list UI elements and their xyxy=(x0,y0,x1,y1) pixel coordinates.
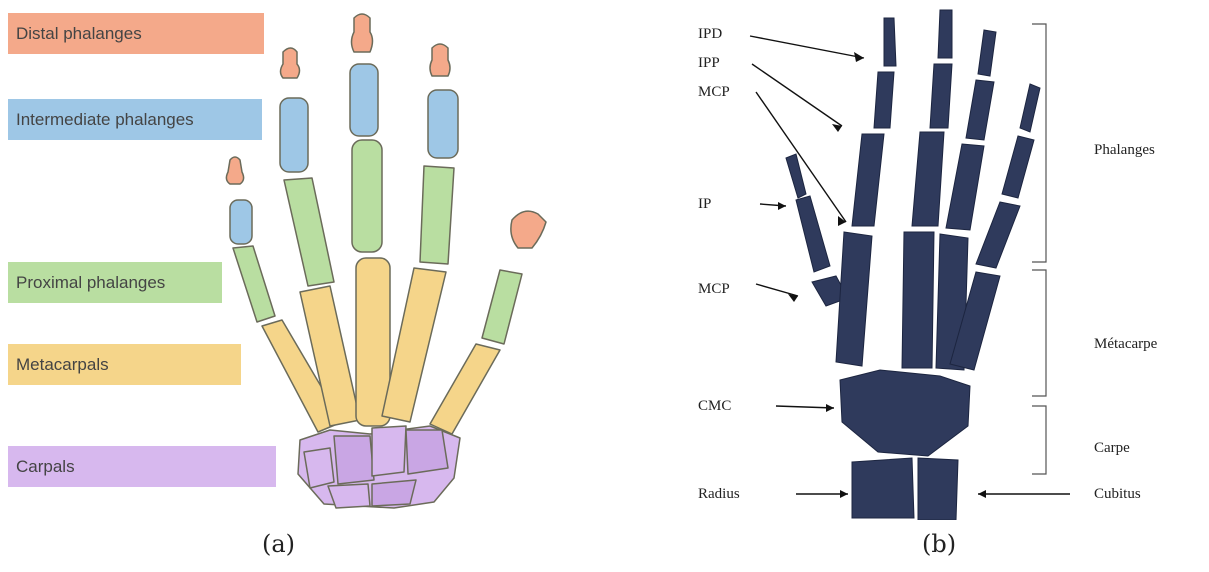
caption-b: (b) xyxy=(922,530,956,558)
panel-a-colored-hand: Distal phalanges Intermediate phalanges … xyxy=(0,0,600,572)
finger-3 xyxy=(350,14,390,426)
label-cubitus: Cubitus xyxy=(1094,486,1141,503)
label-ipp: IPP xyxy=(698,55,720,72)
label-carpe: Carpe xyxy=(1094,440,1130,457)
label-radius: Radius xyxy=(698,486,740,503)
label-ipd: IPD xyxy=(698,26,722,43)
carpal-cluster xyxy=(298,426,460,508)
label-cmc: CMC xyxy=(698,398,731,415)
label-phalanges: Phalanges xyxy=(1094,142,1155,159)
label-metacarpe: Métacarpe xyxy=(1094,336,1157,353)
caption-a: (a) xyxy=(262,530,295,558)
label-mcp: MCP xyxy=(698,281,730,298)
panel-b-xray-hand: IPD IPP MCP IP MCP CMC Radius Phalanges … xyxy=(600,0,1209,572)
label-mcp-top: MCP xyxy=(698,84,730,101)
hand-bones-illustration xyxy=(0,0,600,520)
finger-4 xyxy=(382,44,458,422)
label-ip: IP xyxy=(698,196,711,213)
